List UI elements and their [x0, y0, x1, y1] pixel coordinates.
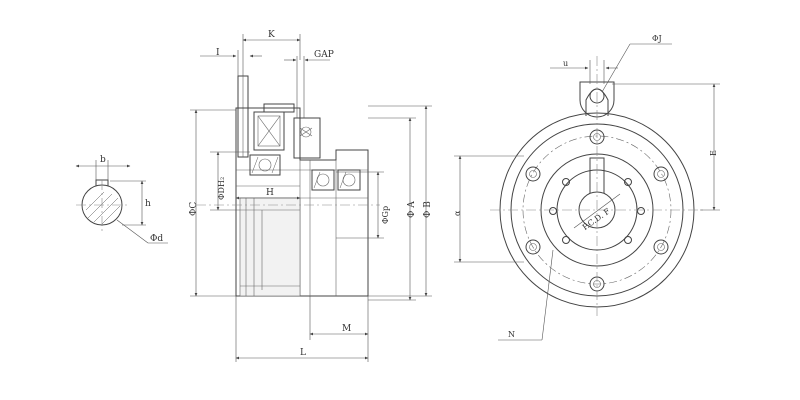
mounting-lug: [579, 81, 615, 118]
keyed-shaft-section: b h Φd: [75, 155, 168, 244]
label-L: L: [300, 348, 306, 358]
label-phi-C: ΦC: [189, 202, 199, 216]
pcd-hole: [549, 207, 557, 215]
label-GAP: GAP: [314, 50, 334, 60]
label-K: K: [268, 30, 275, 40]
label-M: M: [342, 324, 351, 334]
mounting-tab: [237, 75, 249, 158]
label-alpha: α: [453, 210, 462, 216]
pcd-hole: [624, 178, 632, 186]
label-phi-A: Φ A: [407, 201, 417, 218]
side-section-view: K I GAP ΦC ΦDH₂ H ΦGp Φ A: [189, 30, 433, 362]
bolt-hole: [525, 239, 541, 255]
label-b: b: [100, 155, 106, 165]
pcd-hole: [624, 236, 632, 244]
label-I: I: [216, 48, 220, 58]
label-H: H: [266, 188, 274, 198]
label-phi-B: Φ B: [423, 201, 433, 218]
bearing-mid: [311, 169, 335, 191]
label-u: u: [563, 59, 568, 68]
label-h: h: [145, 199, 151, 209]
bolt-hole: [653, 239, 669, 255]
label-phi-d: Φd: [150, 234, 163, 244]
pcd-hole: [562, 178, 570, 186]
label-E: E: [709, 150, 718, 156]
bearing-left: [249, 154, 281, 176]
label-phi-DH: ΦDH₂: [217, 177, 226, 200]
pcd-hole: [562, 236, 570, 244]
front-view: P.C.D. F ΦJ u E α N: [453, 34, 720, 341]
label-phi-Gp: ΦGp: [381, 206, 390, 224]
pcd-hole: [637, 207, 645, 215]
bolt-hole: [525, 166, 541, 182]
label-phi-J: ΦJ: [652, 34, 662, 43]
bolt-hole: [653, 166, 669, 182]
bearing-right: [337, 169, 361, 191]
label-N: N: [508, 330, 515, 339]
